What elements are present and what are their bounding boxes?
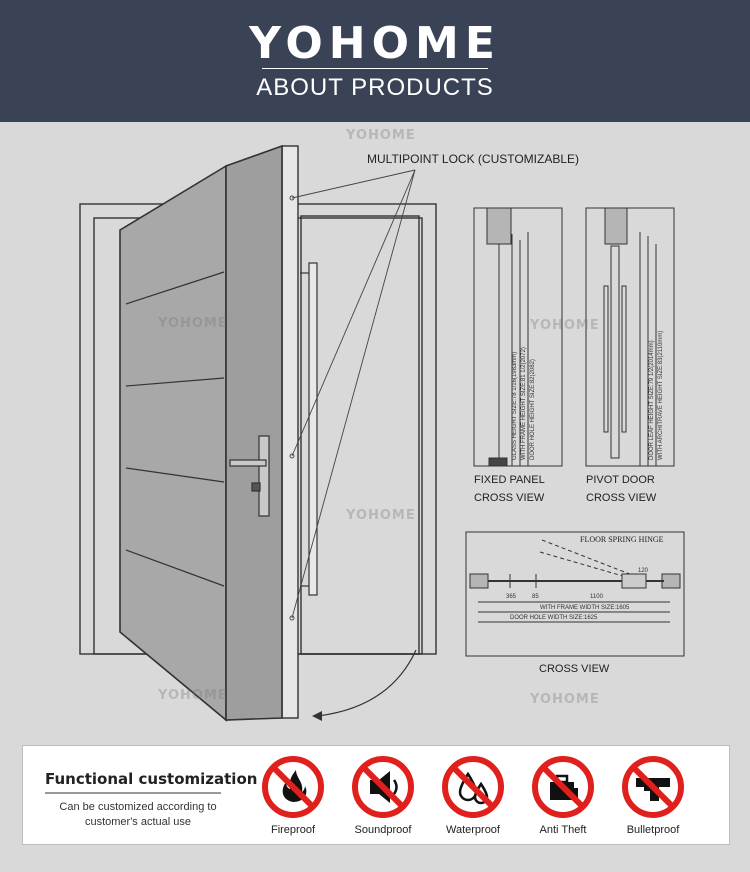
fixed-panel-subcaption: CROSS VIEW: [474, 492, 545, 504]
watermark-logo: YOHOME: [158, 688, 228, 703]
feature-label: Anti Theft: [539, 824, 587, 836]
floor-hinge-label: FLOOR SPRING HINGE: [580, 535, 664, 544]
feature-fireproof: Fireproof: [253, 754, 333, 836]
water-drops-icon: [442, 756, 504, 818]
page-subtitle: ABOUT PRODUCTS: [256, 74, 494, 101]
feature-label: Soundproof: [354, 824, 412, 836]
pivot-door-subcaption: CROSS VIEW: [586, 492, 657, 504]
door-edge: [281, 145, 299, 719]
plan-view: [465, 531, 685, 657]
plan-hole-width: DOOR HOLE WIDTH SIZE:1625: [510, 615, 598, 621]
pivot-dim-2: WITH ARCHITRAVE HEIGHT SIZE:83(2110mm): [658, 330, 664, 460]
plan-dim-365: 365: [506, 594, 517, 600]
watermark-logo: YOHOME: [158, 316, 228, 331]
functional-customization-panel: Functional customization Can be customiz…: [22, 745, 730, 845]
watermark-logo: YOHOME: [346, 128, 416, 143]
page-header: YOHOME ABOUT PRODUCTS: [0, 0, 750, 122]
speaker-icon: [352, 756, 414, 818]
feature-bulletproof: Bulletproof: [613, 754, 693, 836]
technical-drawing: MULTIPOINT LOCK (CUSTOMIZABLE) GLASS HEI…: [0, 122, 750, 742]
title-underline: [45, 792, 221, 794]
pivot-door-section: [585, 207, 675, 467]
feature-anti-theft: Anti Theft: [523, 754, 603, 836]
feature-soundproof: Soundproof: [343, 754, 423, 836]
fixed-panel-caption: FIXED PANEL: [474, 474, 545, 486]
feature-waterproof: Waterproof: [433, 754, 513, 836]
door-drawing-svg: [79, 144, 685, 722]
feature-label: Fireproof: [270, 824, 316, 836]
brand-divider: [262, 68, 488, 69]
lock-pointer-lines: [289, 169, 416, 621]
brand-logo: YOHOME: [249, 18, 501, 69]
plan-dim-85: 85: [532, 594, 539, 600]
swing-arrow: [317, 649, 417, 717]
fixed-dim-1: GLASS HEIGHT SIZE:78 1/16(1983mm): [512, 351, 518, 460]
pistol-icon: [622, 756, 684, 818]
watermark-logo: YOHOME: [346, 508, 416, 523]
pivot-door-caption: PIVOT DOOR: [586, 474, 655, 486]
feature-label: Bulletproof: [626, 824, 680, 836]
door-leaf: [119, 144, 283, 722]
features-description: Can be customized according to customer'…: [59, 801, 217, 828]
watermark-logo: YOHOME: [530, 692, 600, 707]
plan-caption: CROSS VIEW: [539, 663, 610, 675]
plan-dim-120: 120: [638, 568, 649, 574]
door-handle: [229, 435, 270, 517]
fire-icon: [262, 756, 324, 818]
fixed-dim-3: DOOR HOLE HEIGHT SIZE:82(2082): [530, 359, 536, 460]
bag-icon: [532, 756, 594, 818]
pivot-dim-1: DOOR LEAF HEIGHT SIZE:79 1/2(2014mm): [649, 340, 655, 460]
lock-label: MULTIPOINT LOCK (CUSTOMIZABLE): [367, 152, 580, 166]
feature-label: Waterproof: [445, 824, 500, 836]
fixed-dim-2: WITH FRAME HEIGHT SIZE:81 1/2(2072): [521, 347, 527, 460]
plan-frame-width: WITH FRAME WIDTH SIZE:1605: [540, 605, 630, 611]
pull-handle: [300, 262, 318, 596]
features-title: Functional customization: [45, 770, 258, 788]
watermark-logo: YOHOME: [530, 318, 600, 333]
fixed-panel-section: [473, 207, 563, 467]
plan-dim-1100: 1100: [590, 594, 603, 600]
